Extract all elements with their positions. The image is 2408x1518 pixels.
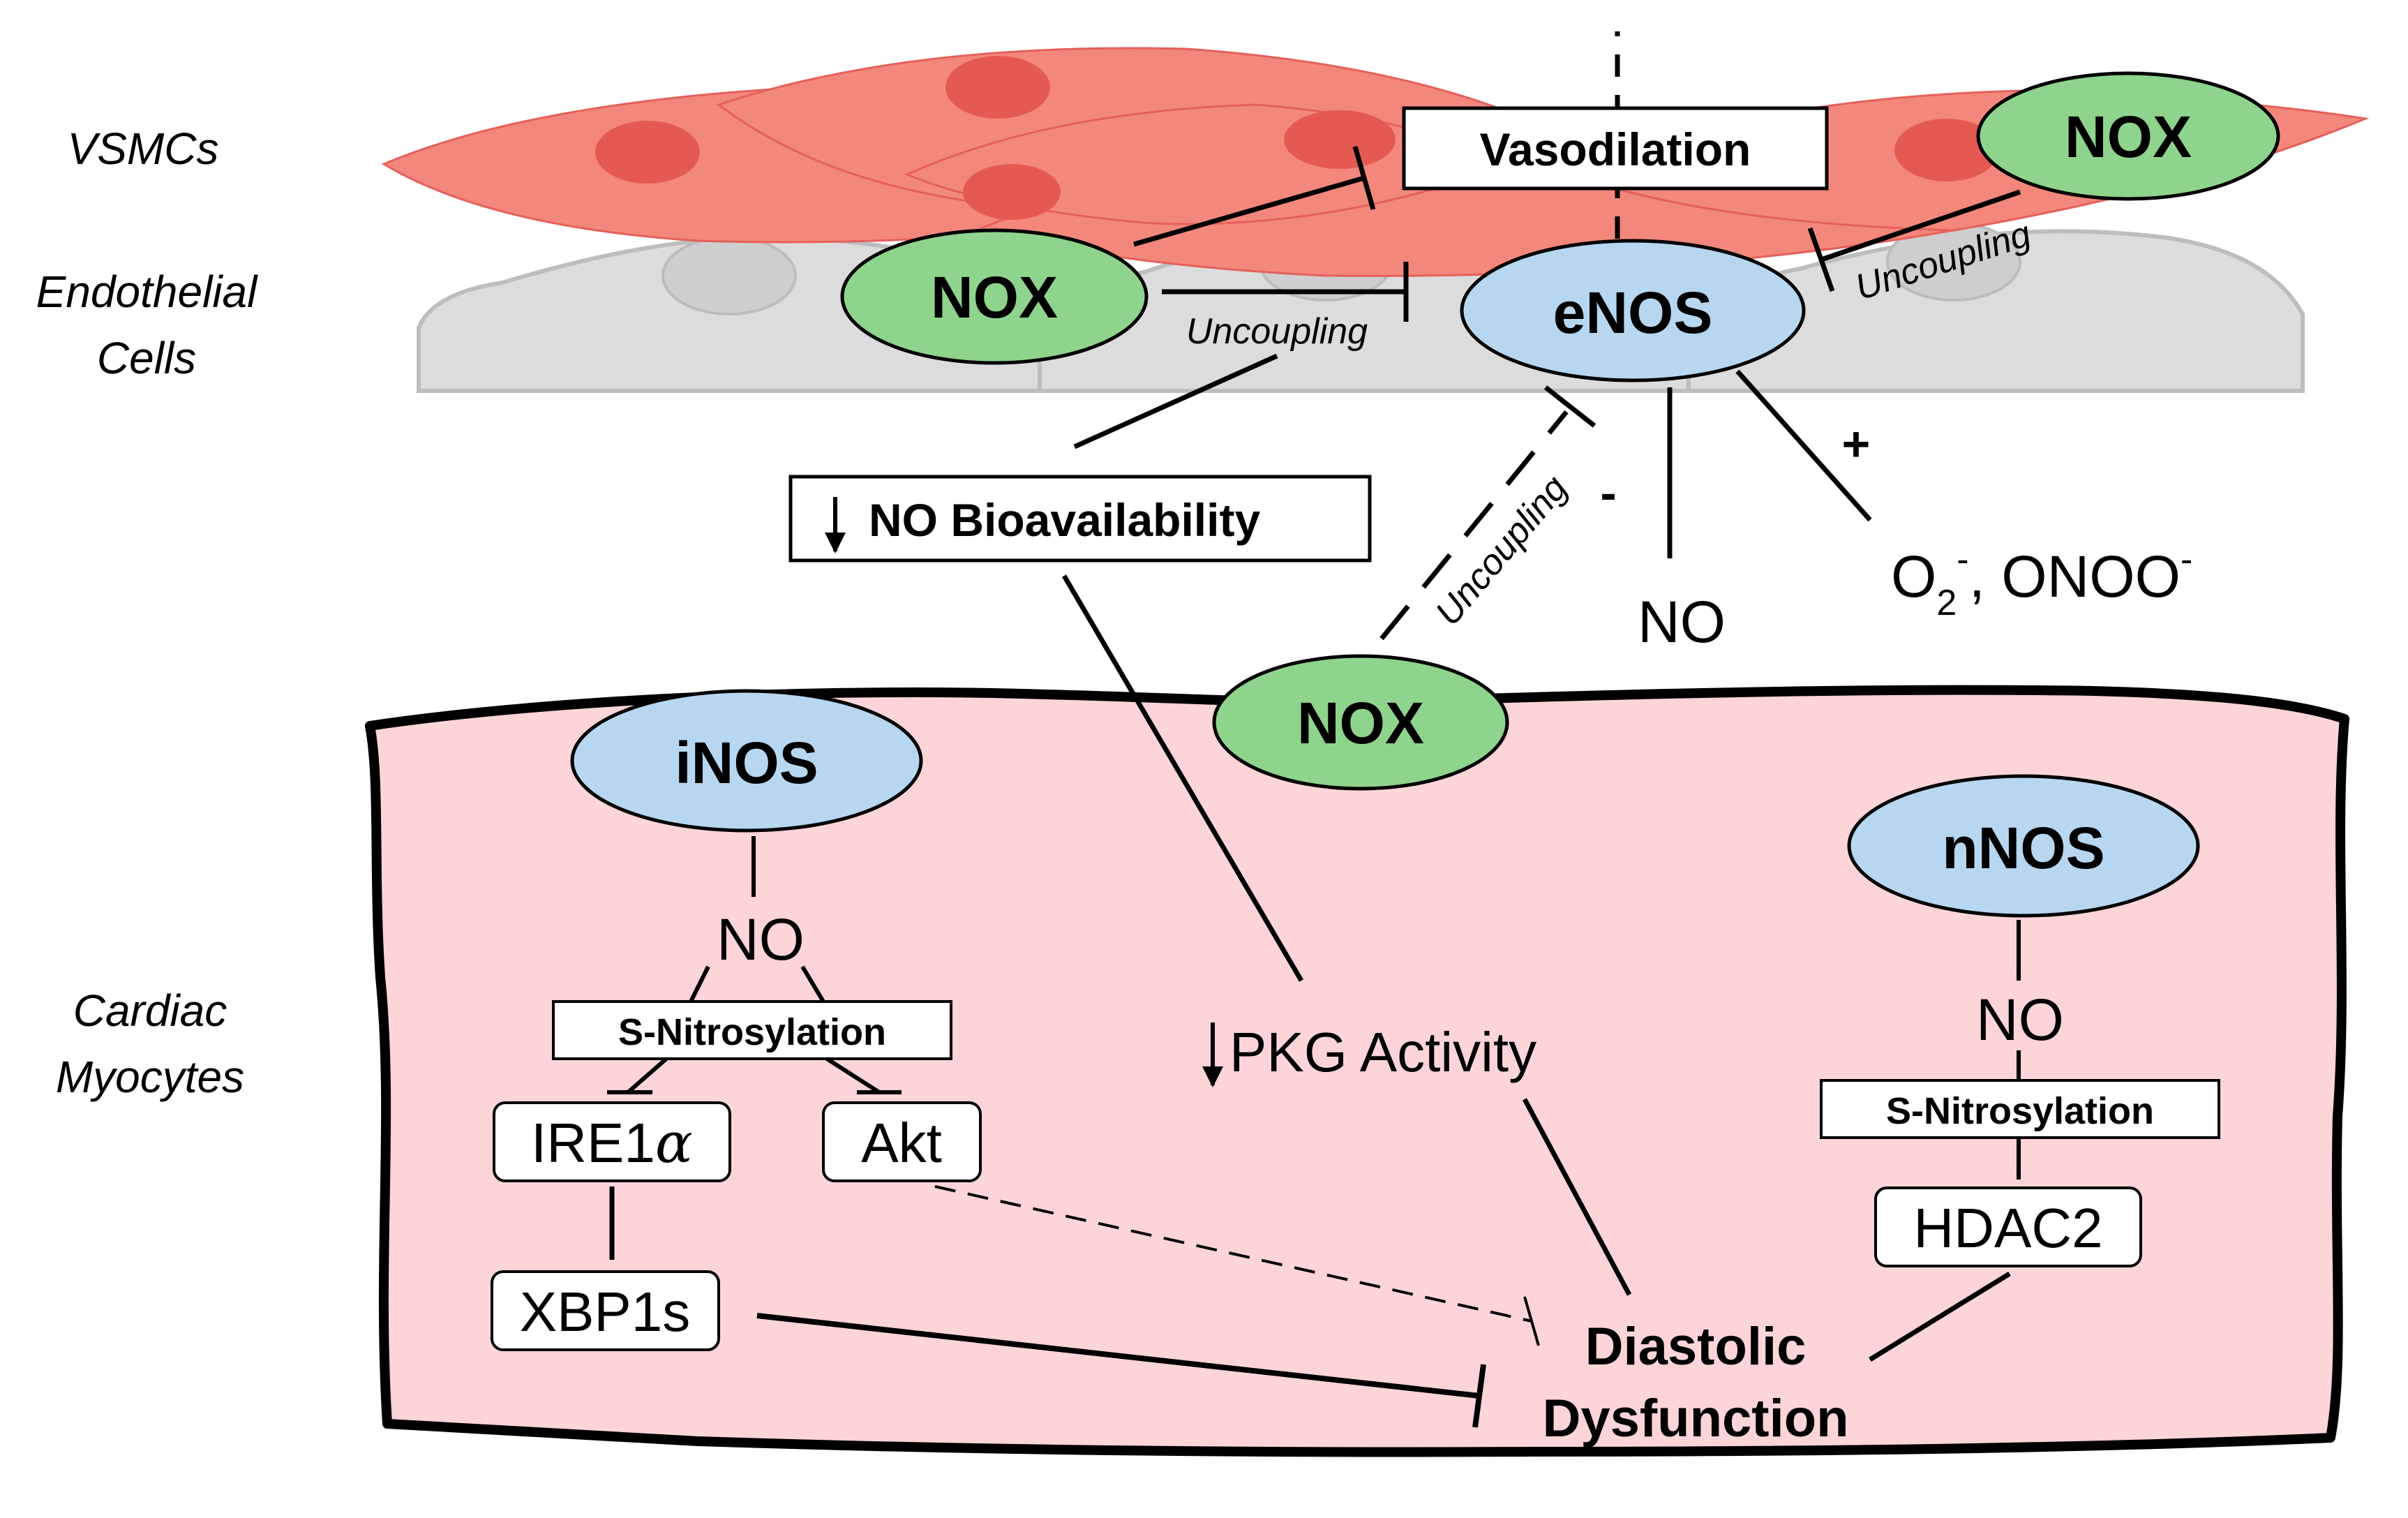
enos-label: eNOS [1553, 280, 1713, 345]
ire1a-box [493, 1101, 731, 1182]
s-nitrosylation-akt-inhibit [825, 1057, 881, 1094]
connector-line [689, 965, 710, 1003]
no-inos-label: NO [717, 907, 805, 972]
akt-diastolic-inhibit [934, 1185, 1532, 1323]
hdac2-to-diastolic-arrow [1869, 1272, 2011, 1362]
nox-top-right-uncoupling-inhibit [1820, 189, 2021, 262]
nox-endothelial-label: NOX [931, 265, 1058, 330]
vsmc-nucleus [1284, 110, 1396, 169]
nnos-label: nNOS [1942, 815, 2104, 881]
no-bioavailability-box [788, 475, 1372, 563]
dysfunction-label: Dysfunction [1542, 1389, 1848, 1448]
akt-label: Akt [861, 1112, 942, 1174]
vsmc-nucleus [945, 56, 1050, 119]
pkg-to-diastolic-arrow [1522, 1098, 1632, 1296]
layer-label-cardiac: Cardiac [73, 985, 227, 1036]
nnos-node [1847, 774, 2200, 918]
inhibit-bar [1807, 227, 1835, 292]
inhibit-bar [1543, 385, 1596, 428]
vasodilation-box [1402, 106, 1829, 191]
layer-label-vsmc: VSMCs [68, 124, 219, 174]
hdac2-box [1874, 1186, 2142, 1267]
enos-to-superoxide-arrow [1735, 369, 1872, 522]
s-nitrosylation-label-right: S-Nitrosylation [1886, 1090, 2154, 1132]
hdac2-label: HDAC2 [1913, 1197, 2102, 1259]
uncoupling-to-bioavailability-arrow [1073, 353, 1278, 449]
nox-membrane-node [1212, 654, 1509, 791]
superoxide-label: O2-, ONOO- [1891, 540, 2192, 623]
minus-sign: - [1600, 466, 1616, 520]
bioavailability-to-pkg-arrow [1061, 574, 1304, 982]
vasodilation-label: Vasodilation [1480, 124, 1751, 175]
uncoupling-label-endothelial: Uncoupling [1186, 311, 1368, 352]
nox-endothelial-node [840, 228, 1149, 365]
nox-endothelial-vasodilation-inhibit [1133, 175, 1365, 247]
inhibit-bar [1472, 1364, 1486, 1428]
ire1a-label: IRE1α [531, 1110, 693, 1175]
s-nitrosylation-box-left [552, 1000, 952, 1060]
layer-label-cells: Cells [97, 333, 196, 383]
inos-node [570, 689, 923, 833]
enos-node [1460, 239, 1806, 382]
no-nnos-label: NO [1976, 987, 2064, 1052]
inhibit-bar [1352, 146, 1376, 210]
inos-label: iNOS [675, 730, 818, 796]
inhibit-bar [1523, 1296, 1540, 1346]
vsmc-nucleus [595, 121, 700, 184]
endothelial-nucleus [661, 236, 797, 315]
layer-label-endothelial: Endothelial [36, 267, 258, 317]
nox-membrane-uncoupling-inhibit [1379, 410, 1569, 641]
pkg-activity-label: PKG Activity [1229, 1021, 1536, 1083]
vsmc-nucleus [1894, 119, 1999, 181]
no-enos-label: NO [1638, 589, 1726, 655]
layer-label-myocytes: Myocytes [56, 1052, 244, 1102]
plus-sign: + [1842, 417, 1871, 471]
diastolic-label: Diastolic [1585, 1317, 1807, 1376]
nox-membrane-label: NOX [1297, 690, 1424, 756]
uncoupling-label-membrane: Uncoupling [1428, 468, 1576, 634]
connector-line [800, 965, 825, 1003]
xbp1s-label: XBP1s [520, 1281, 691, 1343]
xbp1s-box [491, 1270, 720, 1351]
s-nitrosylation-box-right [1820, 1079, 2220, 1139]
vsmc-nucleus [963, 164, 1061, 220]
nox-top-right-label: NOX [2065, 104, 2192, 170]
s-nitrosylation-ire1a-inhibit [627, 1057, 668, 1094]
nox-top-right-node [1976, 71, 2280, 201]
s-nitrosylation-label-left: S-Nitrosylation [618, 1011, 886, 1053]
no-bioavailability-label: NO Bioavailability [869, 494, 1260, 546]
akt-box [822, 1101, 982, 1182]
xbp1s-diastolic-inhibit [756, 1313, 1480, 1399]
